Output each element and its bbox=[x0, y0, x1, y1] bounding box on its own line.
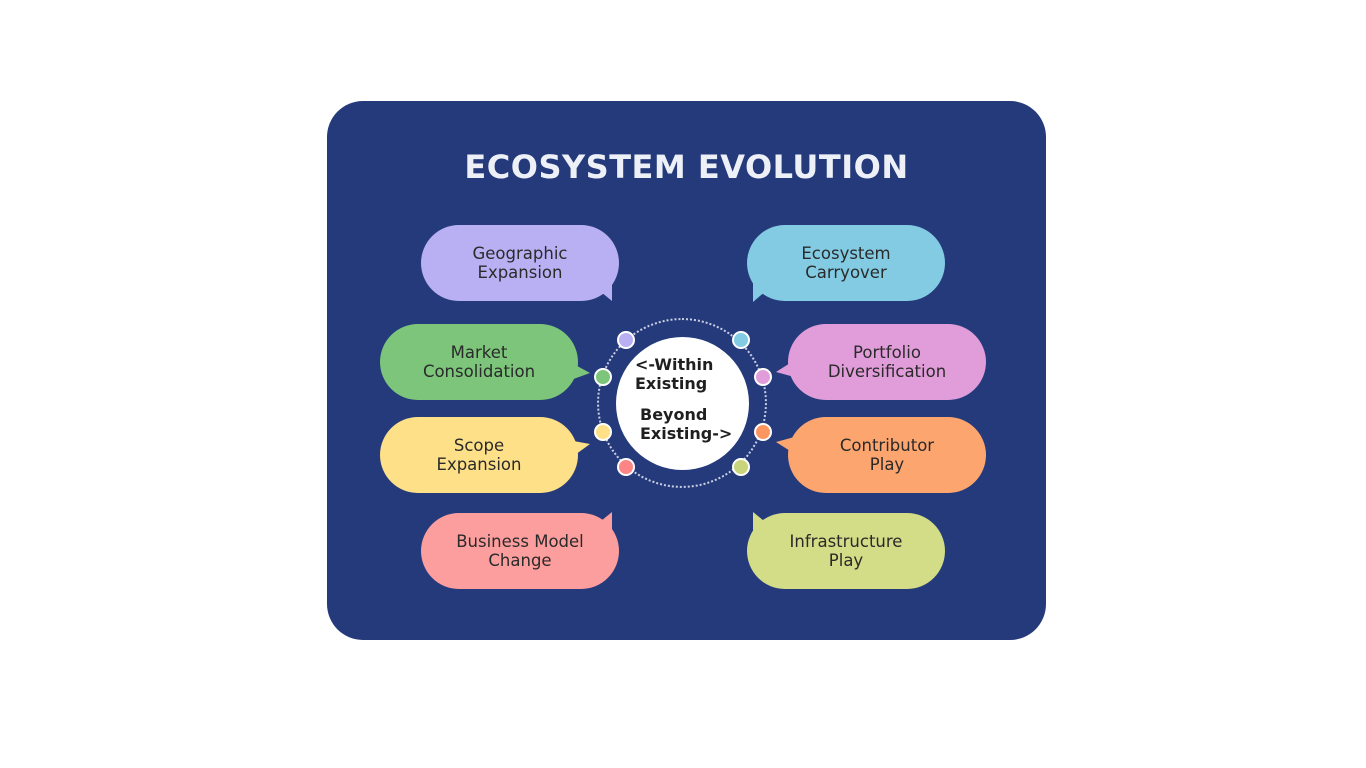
bubble-tail bbox=[590, 283, 612, 301]
bubble-ecosystem-carryover: Ecosystem Carryover bbox=[747, 225, 945, 301]
bubble-geographic-expansion: Geographic Expansion bbox=[421, 225, 619, 301]
dot-top-right bbox=[732, 331, 750, 349]
bubble-tail bbox=[568, 440, 590, 460]
dot-upper-left bbox=[594, 368, 612, 386]
dotted-ring bbox=[597, 318, 767, 488]
bubble-infrastructure-play: Infrastructure Play bbox=[747, 513, 945, 589]
bubble-tail bbox=[776, 436, 798, 456]
dot-lower-left bbox=[594, 423, 612, 441]
bubble-portfolio-diversification: Portfolio Diversification bbox=[788, 324, 986, 400]
bubble-contributor-play: Contributor Play bbox=[788, 417, 986, 493]
diagram-title: ECOSYSTEM EVOLUTION bbox=[464, 148, 909, 186]
bubble-label: Scope Expansion bbox=[436, 436, 522, 474]
bubble-tail bbox=[590, 512, 612, 530]
bubble-label: Ecosystem Carryover bbox=[801, 244, 891, 282]
bubble-market-consolidation: Market Consolidation bbox=[380, 324, 578, 400]
bubble-tail bbox=[753, 512, 775, 530]
bubble-label: Portfolio Diversification bbox=[827, 343, 947, 381]
bubble-label: Market Consolidation bbox=[422, 343, 536, 381]
bubble-tail bbox=[568, 361, 590, 381]
dot-bottom-left bbox=[617, 458, 635, 476]
bubble-label: Geographic Expansion bbox=[472, 244, 568, 282]
hub-label-within: <-Within Existing bbox=[635, 355, 714, 393]
bubble-business-model-change: Business Model Change bbox=[421, 513, 619, 589]
dot-top-left bbox=[617, 331, 635, 349]
bubble-label: Infrastructure Play bbox=[789, 532, 903, 570]
bubble-tail bbox=[776, 358, 798, 378]
bubble-tail bbox=[753, 283, 775, 302]
center-hub bbox=[616, 337, 749, 470]
hub-label-beyond: Beyond Existing-> bbox=[640, 405, 733, 443]
dot-upper-right bbox=[754, 368, 772, 386]
bubble-label: Business Model Change bbox=[456, 532, 584, 570]
dot-lower-right bbox=[754, 423, 772, 441]
dot-bottom-right bbox=[732, 458, 750, 476]
bubble-label: Contributor Play bbox=[839, 436, 935, 474]
bubble-scope-expansion: Scope Expansion bbox=[380, 417, 578, 493]
